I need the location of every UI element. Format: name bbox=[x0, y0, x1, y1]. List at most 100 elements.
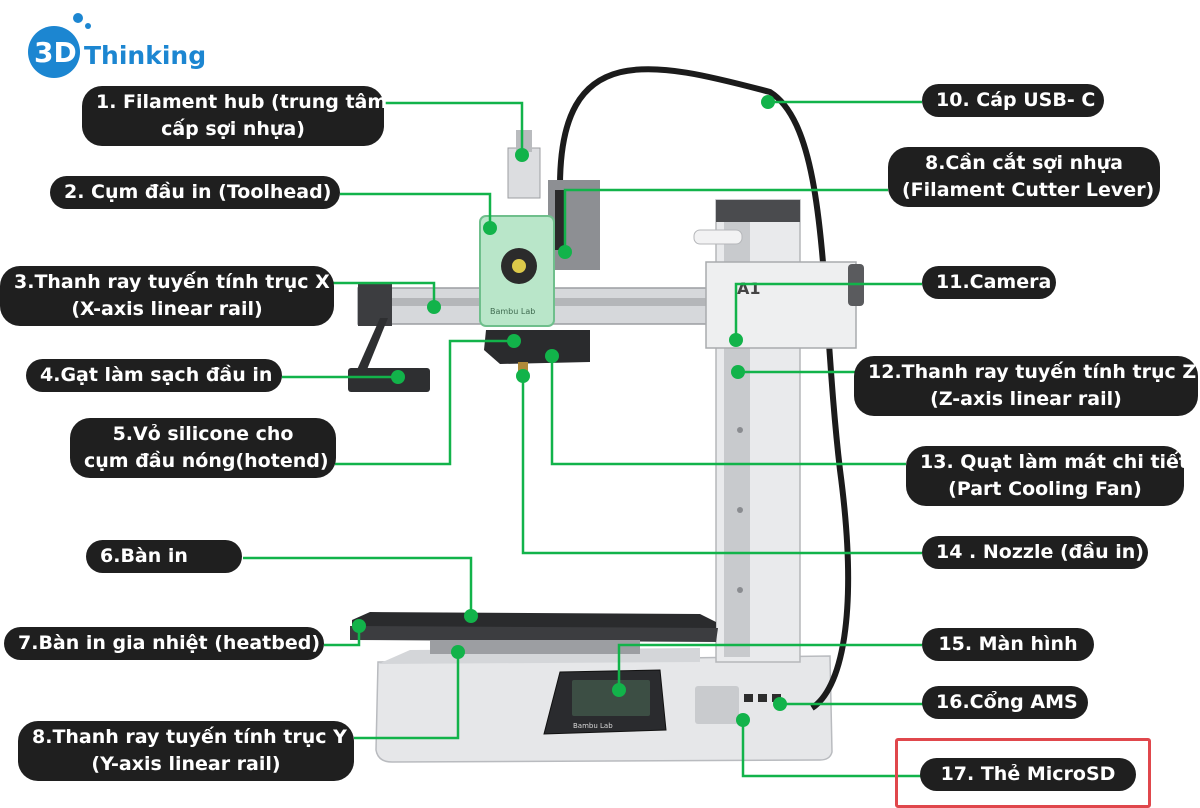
label-line: 2. Cụm đầu in (Toolhead) bbox=[64, 181, 332, 203]
label-microsd: 17. Thẻ MicroSD bbox=[920, 758, 1136, 791]
cutter-lever-shape bbox=[555, 190, 565, 250]
leader-y-rail bbox=[354, 652, 460, 740]
dot bbox=[464, 609, 478, 623]
dot bbox=[352, 619, 366, 633]
label-line: 5.Vỏ silicone cho bbox=[112, 423, 294, 445]
dot bbox=[516, 369, 530, 383]
dot bbox=[731, 365, 745, 379]
microsd-highlight-box bbox=[895, 738, 1151, 808]
label-filament-hub: 1. Filament hub (trung tâm cấp sợi nhựa) bbox=[82, 86, 388, 146]
leader-cutter bbox=[563, 188, 888, 252]
label-heatbed: 7.Bàn in gia nhiệt (heatbed) bbox=[4, 627, 324, 660]
logo-bubble bbox=[73, 13, 83, 23]
y-axis-bed-carriage bbox=[430, 640, 640, 654]
label-line: 3.Thanh ray tuyến tính trục X bbox=[14, 271, 330, 293]
leader-silicone bbox=[335, 339, 514, 466]
label-line: (Z-axis linear rail) bbox=[930, 388, 1122, 410]
toolhead-brand: Bambu Lab bbox=[490, 307, 535, 316]
label-cooling-fan: 13. Quạt làm mát chi tiết (Part Cooling … bbox=[906, 446, 1189, 506]
label-line: 8.Thanh ray tuyến tính trục Y bbox=[32, 726, 347, 748]
ams-port-1 bbox=[744, 694, 753, 702]
label-toolhead: 2. Cụm đầu in (Toolhead) bbox=[50, 176, 340, 209]
usb-c-cable bbox=[557, 66, 852, 711]
toolhead-fan-hub bbox=[512, 259, 526, 273]
label-y-rail: 8.Thanh ray tuyến tính trục Y (Y-axis li… bbox=[18, 721, 354, 781]
leader-microsd bbox=[741, 720, 922, 778]
dot bbox=[761, 95, 775, 109]
leader-build-plate bbox=[243, 556, 473, 616]
leader-camera bbox=[734, 282, 922, 340]
leader-filament-hub bbox=[385, 101, 524, 155]
label-cutter-lever: 8.Cần cắt sợi nhựa (Filament Cutter Leve… bbox=[888, 147, 1160, 207]
label-build-plate: 6.Bàn in bbox=[86, 540, 242, 573]
dot bbox=[736, 713, 750, 727]
label-line: 7.Bàn in gia nhiệt (heatbed) bbox=[18, 632, 321, 654]
rail-screw bbox=[737, 507, 743, 513]
label-line: 8.Cần cắt sợi nhựa bbox=[924, 152, 1123, 174]
leader-dots bbox=[352, 95, 787, 727]
dot bbox=[515, 148, 529, 162]
logo-globe bbox=[28, 26, 80, 78]
logo-bubble bbox=[85, 23, 91, 29]
logo-mark: 3D bbox=[34, 36, 77, 69]
label-line: 11.Camera bbox=[936, 271, 1052, 293]
label-line: 4.Gạt làm sạch đầu in bbox=[40, 364, 273, 386]
heatbed-shape bbox=[350, 626, 718, 642]
wiper-arm bbox=[356, 318, 388, 372]
rail-screw bbox=[737, 587, 743, 593]
label-line: cụm đầu nóng(hotend) bbox=[84, 450, 329, 472]
label-line: 13. Quạt làm mát chi tiết bbox=[920, 451, 1189, 473]
dot bbox=[612, 683, 626, 697]
dot bbox=[773, 697, 787, 711]
label-line: cấp sợi nhựa) bbox=[161, 118, 305, 140]
nozzle-tip bbox=[518, 362, 528, 372]
ams-port-2 bbox=[758, 694, 767, 702]
label-silicone-sock: 5.Vỏ silicone cho cụm đầu nóng(hotend) bbox=[70, 418, 336, 478]
label-usb-c: 10. Cáp USB- C bbox=[922, 84, 1104, 117]
rail-screw bbox=[737, 427, 743, 433]
label-line: (Filament Cutter Lever) bbox=[902, 179, 1155, 201]
leader-fan bbox=[550, 356, 906, 466]
dot bbox=[427, 300, 441, 314]
dot bbox=[391, 370, 405, 384]
logo: 3D Thinking bbox=[28, 13, 206, 78]
filament-hub-connector bbox=[516, 130, 532, 152]
logo-text: Thinking bbox=[84, 41, 206, 70]
spool-holder bbox=[693, 229, 743, 245]
leader-screen bbox=[617, 643, 922, 690]
label-line: 1. Filament hub (trung tâm bbox=[96, 91, 388, 113]
label-line: 6.Bàn in bbox=[100, 545, 188, 567]
printer-illustration: Bambu Lab A1 Bambu Lab bbox=[348, 66, 864, 763]
label-x-rail: 3.Thanh ray tuyến tính trục X (X-axis li… bbox=[0, 266, 334, 326]
dot bbox=[451, 645, 465, 659]
z-column-top bbox=[716, 200, 800, 222]
base-vent bbox=[695, 686, 739, 724]
label-line: 14 . Nozzle (đầu in) bbox=[936, 541, 1144, 563]
label-line: (Part Cooling Fan) bbox=[948, 478, 1142, 500]
label-nozzle: 14 . Nozzle (đầu in) bbox=[922, 536, 1148, 569]
dot bbox=[507, 334, 521, 348]
dot bbox=[483, 221, 497, 235]
dot bbox=[729, 333, 743, 347]
label-screen: 15. Màn hình bbox=[922, 628, 1094, 661]
label-ams-port: 16.Cổng AMS bbox=[922, 686, 1088, 719]
label-line: (Y-axis linear rail) bbox=[91, 753, 281, 775]
leader-nozzle bbox=[521, 376, 922, 555]
label-line: 17. Thẻ MicroSD bbox=[940, 763, 1116, 785]
dot bbox=[545, 349, 559, 363]
label-line: 12.Thanh ray tuyến tính trục Z bbox=[868, 361, 1197, 383]
hotend-shroud bbox=[484, 330, 590, 364]
model-badge: A1 bbox=[737, 279, 761, 298]
label-line: 16.Cổng AMS bbox=[936, 691, 1078, 713]
leader-lines bbox=[243, 100, 924, 778]
z-carriage bbox=[705, 261, 857, 349]
leader-x-rail bbox=[333, 281, 436, 307]
label-line: 10. Cáp USB- C bbox=[936, 89, 1096, 111]
label-line: (X-axis linear rail) bbox=[71, 298, 263, 320]
dot bbox=[558, 245, 572, 259]
label-camera: 11.Camera bbox=[922, 266, 1056, 299]
screen-brand: Bambu Lab bbox=[573, 722, 613, 730]
label-z-rail: 12.Thanh ray tuyến tính trục Z (Z-axis l… bbox=[854, 356, 1198, 416]
screen-display bbox=[572, 680, 650, 716]
